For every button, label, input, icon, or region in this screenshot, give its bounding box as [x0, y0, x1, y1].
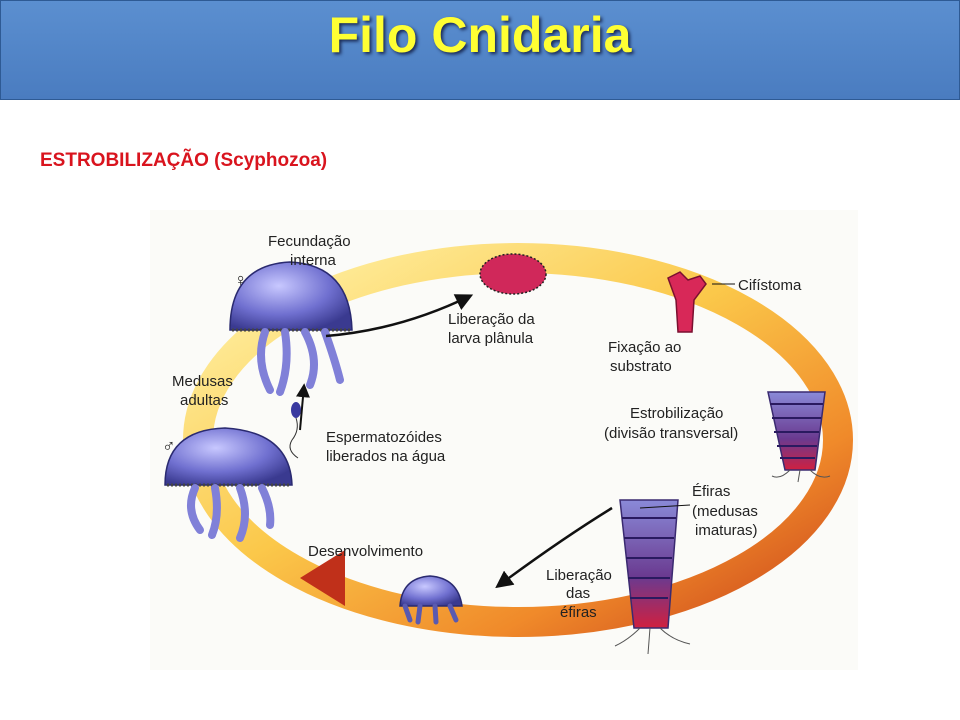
arrow-to-ephyra — [495, 506, 613, 589]
label-liberacao-larva-2: larva plânula — [448, 330, 534, 347]
label-espermatozoides-1: Espermatozóides — [326, 429, 442, 446]
male-symbol: ♂ — [162, 436, 176, 456]
label-medusas-1: Medusas — [172, 373, 233, 390]
female-medusa-illustration — [229, 261, 353, 396]
label-espermatozoides-2: liberados na água — [326, 448, 446, 465]
male-medusa-illustration — [164, 427, 293, 542]
page-title: Filo Cnidaria — [328, 7, 632, 63]
arrow-sperm-up — [296, 383, 310, 431]
label-fecundacao-2: interna — [290, 252, 337, 269]
label-estrobilizacao-2: (divisão transversal) — [604, 425, 738, 442]
section-subtitle: ESTROBILIZAÇÃO (Scyphozoa) — [40, 150, 328, 171]
label-desenvolvimento: Desenvolvimento — [308, 543, 423, 560]
label-fixacao-2: substrato — [610, 358, 672, 375]
label-liberacao-efiras-2: das — [566, 585, 590, 602]
title-bar — [0, 0, 960, 100]
label-estrobilizacao-1: Estrobilização — [630, 405, 723, 422]
cifistoma-illustration — [667, 271, 707, 333]
planula-larva-illustration — [479, 253, 547, 295]
efiras-pointer — [639, 504, 691, 509]
label-efiras-2: (medusas — [692, 503, 758, 520]
label-liberacao-efiras-3: éfiras — [560, 604, 597, 621]
label-liberacao-efiras-1: Liberação — [546, 567, 612, 584]
label-cifistoma: Cifístoma — [738, 277, 802, 294]
label-efiras-3: imaturas) — [695, 522, 758, 539]
cycle-arrowhead — [300, 550, 345, 606]
ephyrae-stack-illustration — [614, 499, 691, 655]
ephyra-illustration — [399, 575, 463, 625]
label-fecundacao-1: Fecundação — [268, 233, 351, 250]
arrow-to-larva — [325, 294, 474, 338]
strobila-illustration — [767, 391, 831, 483]
label-liberacao-larva-1: Liberação da — [448, 311, 535, 328]
female-symbol: ♀ — [234, 270, 248, 290]
sperm-illustration — [289, 402, 301, 459]
label-fixacao-1: Fixação ao — [608, 339, 681, 356]
label-efiras-1: Éfiras — [692, 483, 730, 500]
label-medusas-2: adultas — [180, 392, 228, 409]
